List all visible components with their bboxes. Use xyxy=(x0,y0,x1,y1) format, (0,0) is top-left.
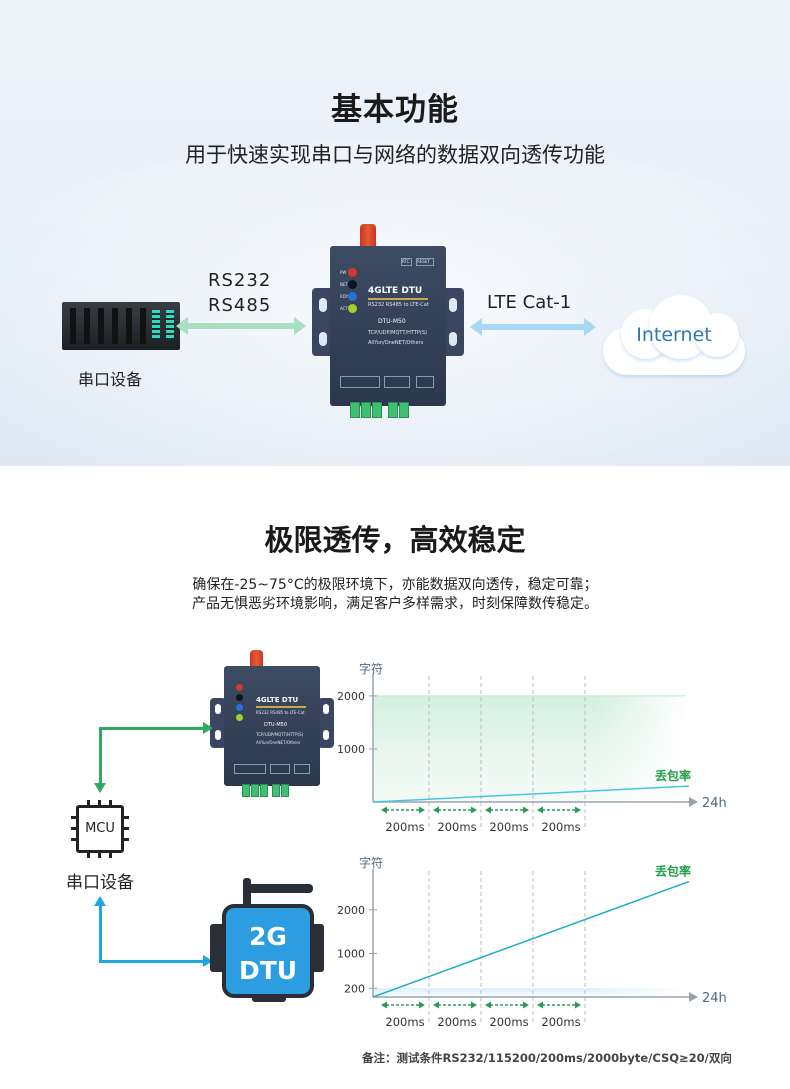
capacity-band-fade xyxy=(374,988,687,997)
interval-label: 200ms xyxy=(489,1015,528,1029)
packet-loss-label: 丢包率 xyxy=(655,864,691,879)
interval-arrow-head-right xyxy=(523,1001,529,1009)
interval-label: 200ms xyxy=(385,820,424,834)
test-conditions-note: 备注：测试条件RS232/115200/200ms/2000byte/CSQ≥2… xyxy=(362,1051,732,1065)
network-link-arrow xyxy=(470,318,596,336)
y-tick-label: 2000 xyxy=(337,904,365,917)
interval-arrow-head-right xyxy=(419,1001,425,1009)
interval-label: 200ms xyxy=(489,820,528,834)
capacity-band-fade xyxy=(374,695,687,802)
dtu-device-image: PW NET RDY ACT RTC RESET 4GLTE DTU RS232… xyxy=(312,224,464,424)
interval-arrow-head-left xyxy=(537,1001,543,1009)
interval-arrow-head-left xyxy=(537,806,543,814)
basic-function-section: 基本功能 用于快速实现串口与网络的数据双向透传功能 串口设备 RS232 RS4… xyxy=(0,0,790,466)
mcu-chip-icon: MCU xyxy=(71,800,129,858)
mcu-label: MCU xyxy=(85,821,115,836)
interval-label: 200ms xyxy=(541,820,580,834)
serial-link-arrow xyxy=(176,317,306,335)
interval-arrow-head-right xyxy=(419,806,425,814)
interval-arrow-head-right xyxy=(523,806,529,814)
packet-loss-line xyxy=(372,880,690,998)
serial-device-label: 串口设备 xyxy=(78,370,143,389)
y-axis-label: 字符 xyxy=(359,855,383,870)
antenna-icon xyxy=(360,224,376,250)
y-tick-label: 1000 xyxy=(337,743,365,756)
interval-label: 200ms xyxy=(437,820,476,834)
2g-dtu-label-top: 2G xyxy=(249,922,287,951)
serial-device-image xyxy=(62,302,180,350)
interval-arrow-head-left xyxy=(433,1001,439,1009)
y-tick-label: 1000 xyxy=(337,947,365,960)
interval-arrow-head-left xyxy=(485,1001,491,1009)
protocol-rs485: RS485 xyxy=(208,295,272,316)
y-axis-label: 字符 xyxy=(359,661,383,676)
section2-title: 极限透传，高效稳定 xyxy=(264,523,526,557)
interval-arrow-head-left xyxy=(433,806,439,814)
protocol-rs232: RS232 xyxy=(208,270,272,291)
internet-cloud-icon: Internet xyxy=(603,295,745,377)
interval-arrow-head-left xyxy=(381,806,387,814)
interval-arrow-head-right xyxy=(575,806,581,814)
section1-subtitle: 用于快速实现串口与网络的数据双向透传功能 xyxy=(185,143,605,167)
cloud-label: Internet xyxy=(636,324,712,346)
section2-description: 确保在-25~75°C的极限环境下，亦能数据双向透传，稳定可靠； 产品无惧恶劣环… xyxy=(192,577,598,612)
serial-protocols: RS232 RS485 xyxy=(208,268,271,318)
interval-label: 200ms xyxy=(437,1015,476,1029)
interval-label: 200ms xyxy=(541,1015,580,1029)
packet-loss-line xyxy=(372,785,690,803)
interval-arrow-head-left xyxy=(381,1001,387,1009)
network-protocol: LTE Cat-1 xyxy=(487,292,572,313)
interval-arrow-head-right xyxy=(471,806,477,814)
dtu-brand: 4GLTE DTU xyxy=(368,286,423,296)
antenna-icon xyxy=(250,650,263,670)
x-axis-label: 24h xyxy=(702,991,727,1006)
packet-loss-label: 丢包率 xyxy=(655,768,691,783)
mcu-to-dtu-link xyxy=(99,727,102,785)
interval-arrow-head-right xyxy=(575,1001,581,1009)
section1-title: 基本功能 xyxy=(331,92,459,128)
dtu-device-image-small: 4GLTE DTU RS232 RS485 to LTE-Cat DTU-M50… xyxy=(210,650,334,800)
serial-device-label-2: 串口设备 xyxy=(66,873,134,893)
dtu-model: DTU-M50 xyxy=(378,318,406,325)
mcu-to-2g-link xyxy=(99,906,102,962)
x-axis-label: 24h xyxy=(702,796,727,811)
y-tick-label: 200 xyxy=(344,982,365,995)
interval-arrow-head-right xyxy=(471,1001,477,1009)
x-axis-arrow-icon xyxy=(689,797,698,807)
2g-dtu-label-bottom: DTU xyxy=(238,956,298,985)
2g-dtu-icon: 2G DTU xyxy=(208,878,326,1002)
interval-arrow-head-left xyxy=(485,806,491,814)
x-axis-arrow-icon xyxy=(689,992,698,1002)
y-tick-label: 2000 xyxy=(337,690,365,703)
interval-label: 200ms xyxy=(385,1015,424,1029)
